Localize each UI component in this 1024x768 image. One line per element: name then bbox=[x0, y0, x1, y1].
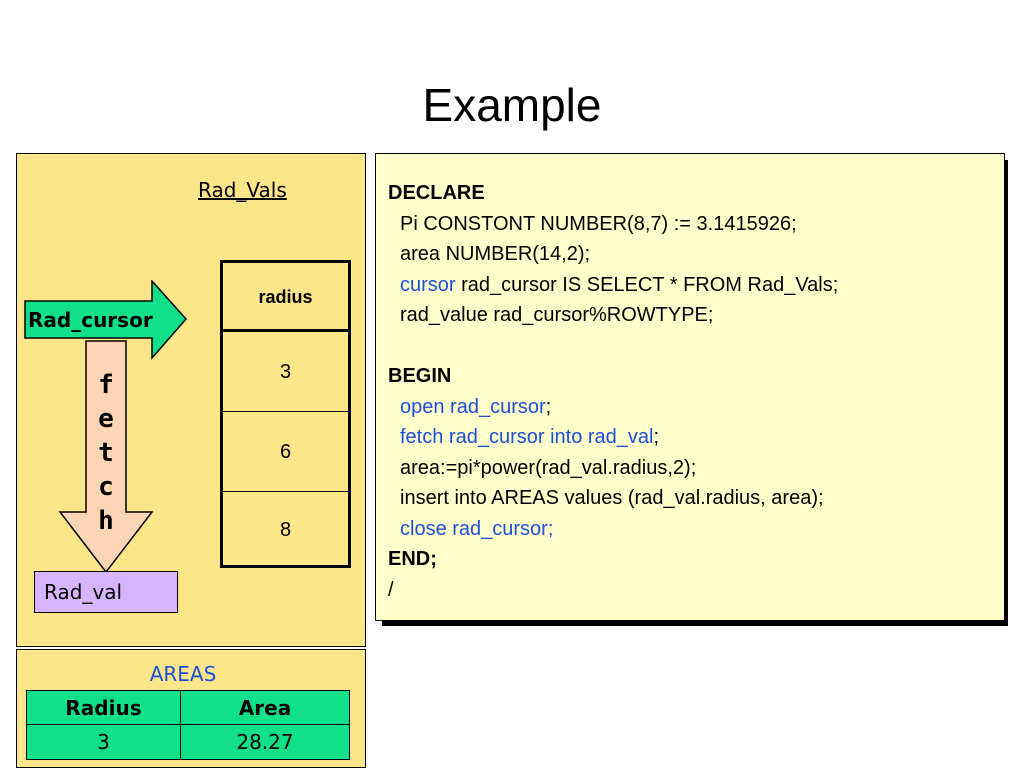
code-text: ; bbox=[545, 395, 552, 418]
code-line: Pi CONSTONT NUMBER(8,7) := 3.1415926; bbox=[400, 212, 797, 235]
slide-title: Example bbox=[422, 79, 602, 131]
areas-table-title: AREAS bbox=[149, 662, 217, 686]
areas-header-radius: Radius bbox=[27, 691, 181, 725]
fetch-letter: f bbox=[98, 370, 114, 400]
code-line: / bbox=[388, 578, 394, 601]
code-blank-line bbox=[388, 331, 1004, 362]
areas-header-area: Area bbox=[181, 691, 349, 725]
cursor-pointer-arrow bbox=[24, 280, 188, 360]
code-keyword: open rad_cursor bbox=[400, 395, 546, 418]
fetch-label: f e t c h bbox=[86, 368, 126, 538]
code-line: area:=pi*power(rad_val.radius,2); bbox=[400, 456, 697, 479]
cursor-label: Rad_cursor bbox=[28, 308, 153, 332]
code-line: BEGIN bbox=[388, 365, 452, 387]
table-row: 3 bbox=[223, 332, 348, 412]
areas-cell-radius: 3 bbox=[27, 725, 181, 759]
code-line: close rad_cursor; bbox=[400, 517, 554, 540]
code-line: insert into AREAS values (rad_val.radius… bbox=[400, 487, 824, 509]
code-line: fetch rad_cursor into rad_val; bbox=[388, 422, 1004, 453]
code-line: open rad_cursor; bbox=[388, 392, 1004, 423]
rad-vals-table: radius 3 6 8 bbox=[220, 260, 351, 568]
table-row: 6 bbox=[223, 412, 348, 492]
areas-table: Radius Area 3 28.27 bbox=[26, 690, 350, 760]
fetch-letter: h bbox=[98, 506, 114, 536]
code-line: cursor rad_cursor IS SELECT * FROM Rad_V… bbox=[388, 270, 1004, 301]
code-keyword: fetch rad_cursor into rad_val bbox=[400, 426, 654, 448]
table-name-label: Rad_Vals bbox=[198, 178, 287, 202]
areas-cell-area: 28.27 bbox=[236, 730, 294, 754]
code-text: rad_cursor IS SELECT * FROM Rad_Vals; bbox=[455, 273, 839, 296]
fetch-letter: e bbox=[98, 404, 114, 434]
radius-column-header: radius bbox=[223, 263, 348, 332]
code-line: END; bbox=[388, 548, 437, 570]
record-variable-box: Rad_val bbox=[34, 571, 178, 613]
code-panel: DECLARE Pi CONSTONT NUMBER(8,7) := 3.141… bbox=[375, 153, 1005, 621]
code-keyword: cursor bbox=[400, 273, 456, 296]
fetch-letter: t bbox=[98, 438, 114, 468]
code-text: ; bbox=[653, 426, 660, 448]
table-row: 8 bbox=[279, 519, 292, 541]
code-line: area NUMBER(14,2); bbox=[400, 243, 591, 265]
fetch-letter: c bbox=[98, 472, 114, 502]
code-line: DECLARE bbox=[388, 182, 485, 204]
fetch-down-arrow bbox=[58, 340, 154, 574]
code-line: rad_value rad_cursor%ROWTYPE; bbox=[400, 304, 714, 326]
